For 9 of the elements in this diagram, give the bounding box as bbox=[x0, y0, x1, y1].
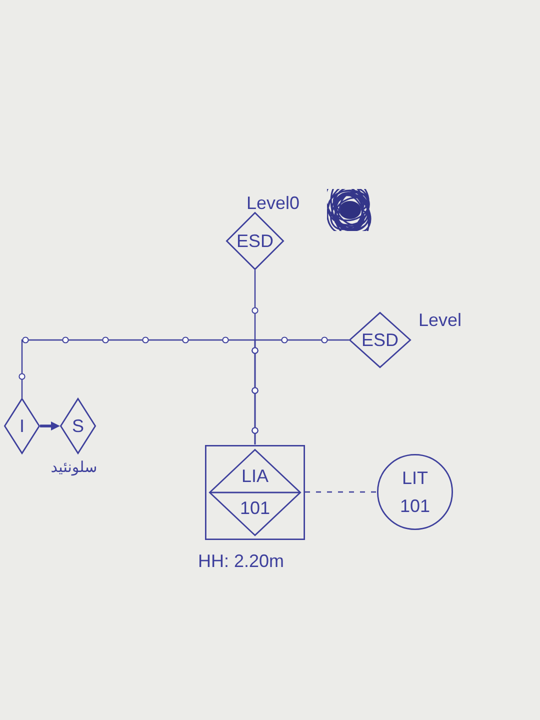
level-label: Level0 bbox=[246, 193, 300, 213]
diamond-symbol: ESD bbox=[226, 212, 284, 270]
dashed-line bbox=[305, 491, 377, 493]
circle-symbol: LIT 101 bbox=[377, 454, 453, 530]
level-label: Level bbox=[418, 310, 462, 330]
diamond-symbol: LIA 101 bbox=[209, 448, 301, 536]
diamond-symbol: ESD bbox=[349, 312, 411, 368]
caption-text: سلونئید bbox=[50, 457, 98, 477]
caption-text: HH: 2.20m bbox=[198, 551, 284, 571]
